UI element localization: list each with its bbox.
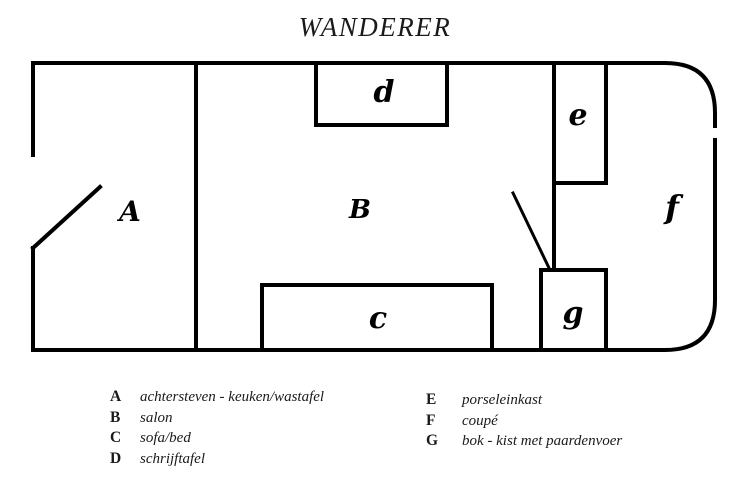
- stern-door: [30, 184, 103, 251]
- room-label-d: d: [374, 75, 395, 110]
- right-wall-gap: [710, 128, 720, 138]
- room-label-c: c: [369, 301, 387, 336]
- diagram-title: WANDERER: [298, 12, 452, 42]
- room-label-b: B: [348, 195, 371, 225]
- box-d: [314, 61, 449, 127]
- legend-key: E: [426, 391, 437, 408]
- room-label-a: A: [116, 195, 141, 228]
- legend-key: C: [110, 429, 122, 446]
- box-g: [539, 268, 608, 352]
- box-c: [260, 283, 494, 352]
- outer-wall: [31, 61, 717, 352]
- legend-text: salon: [140, 409, 173, 426]
- legend-text: schrijftafel: [140, 450, 205, 467]
- legend-key: D: [110, 449, 122, 467]
- room-label-g: g: [563, 296, 584, 331]
- legend-text: porseleinkast: [462, 392, 542, 408]
- legend-text: sofa/bed: [140, 430, 191, 446]
- legend-text: achtersteven - keuken/wastafel: [140, 389, 325, 405]
- legend-text: bok - kist met paardenvoer: [462, 433, 623, 449]
- legend-text: coupé: [462, 412, 498, 429]
- room-label-e: e: [568, 98, 587, 133]
- room-label-f: f: [663, 188, 684, 226]
- salon-door: [510, 190, 553, 273]
- legend-key: F: [426, 411, 436, 429]
- legend-key: B: [110, 408, 121, 426]
- box-e: [552, 61, 608, 185]
- legend-key: G: [426, 432, 439, 449]
- legend-key: A: [110, 388, 122, 405]
